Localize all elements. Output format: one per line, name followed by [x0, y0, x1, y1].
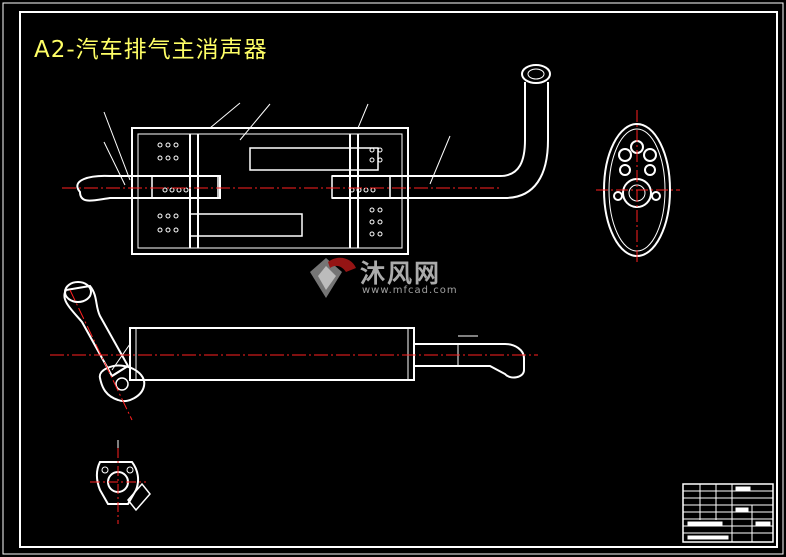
- watermark-url: www.mfcad.com: [362, 285, 458, 296]
- inner-border: [19, 11, 778, 548]
- muffler-side-view: [63, 281, 525, 402]
- watermark-brand: 沐风网: [360, 259, 442, 288]
- mf-logo-icon: [310, 257, 356, 298]
- centerline-inlet: [69, 289, 133, 421]
- muffler-section-view: [76, 64, 551, 255]
- drawing-title: A2-汽车排气主消声器: [34, 37, 268, 63]
- flange-detail: [96, 440, 151, 512]
- title-block: [682, 483, 774, 543]
